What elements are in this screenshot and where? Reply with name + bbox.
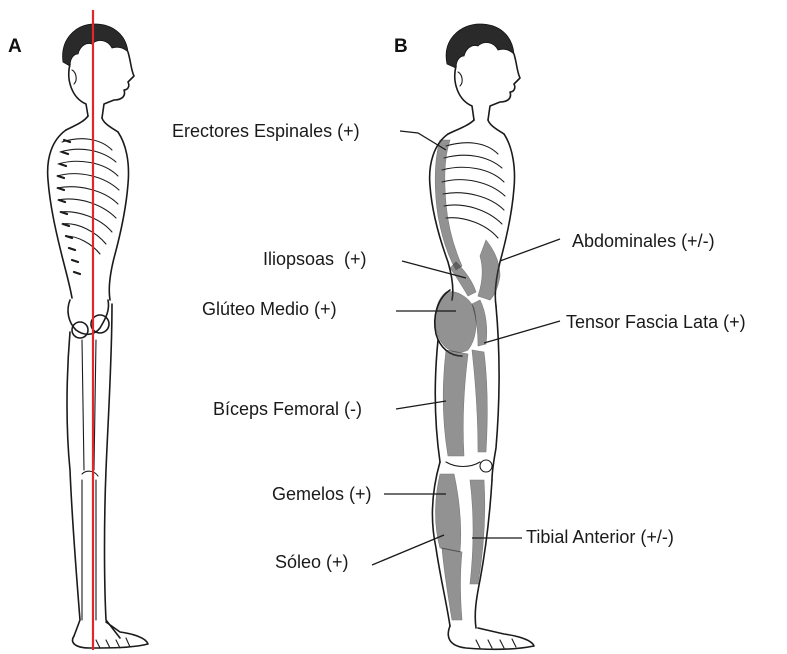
label-soleo: Sóleo (+) <box>275 552 349 572</box>
label-erectores-espinales: Erectores Espinales (+) <box>172 121 360 141</box>
label-tensor-fascia-lata: Tensor Fascia Lata (+) <box>566 312 746 332</box>
skeleton-figure-a <box>48 24 148 648</box>
leader-soleo <box>372 535 444 565</box>
label-gemelos: Gemelos (+) <box>272 484 372 504</box>
label-biceps-femoral: Bíceps Femoral (-) <box>213 399 362 419</box>
muscle-figure-b <box>430 24 534 649</box>
panel-letter-b: B <box>394 36 408 57</box>
leader-biceps <box>396 401 446 409</box>
label-iliopsoas: Iliopsoas (+) <box>263 249 367 269</box>
label-tibial-anterior: Tibial Anterior (+/-) <box>526 527 674 547</box>
label-gluteo-medio: Glúteo Medio (+) <box>202 299 337 319</box>
label-abdominales: Abdominales (+/-) <box>572 231 715 251</box>
leader-abdominales <box>500 239 560 261</box>
leader-tensor <box>484 321 560 343</box>
panel-letter-a: A <box>8 36 22 57</box>
